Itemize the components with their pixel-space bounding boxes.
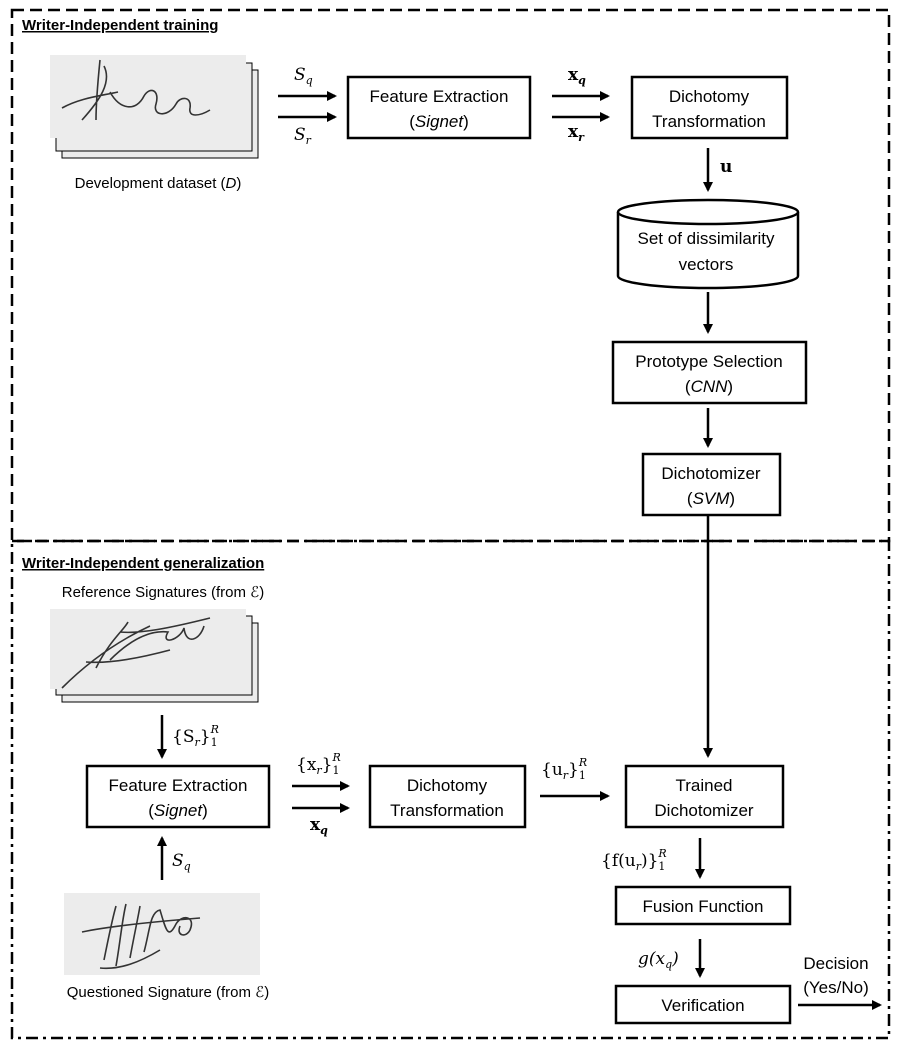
prototype-selection-box: Prototype Selection (CNN) bbox=[611, 340, 808, 405]
svg-text:vectors: vectors bbox=[679, 255, 734, 274]
svg-text:(Signet): (Signet) bbox=[409, 112, 469, 131]
label-sq-gen: Sq bbox=[172, 851, 191, 873]
svg-text:Dichotomy: Dichotomy bbox=[669, 87, 750, 106]
feature-extraction-train-box: Feature Extraction (Signet) bbox=[346, 75, 532, 140]
label-ur-set: {ur}1R bbox=[541, 756, 587, 782]
reference-signature-stack bbox=[50, 609, 259, 703]
development-dataset-caption: Development dataset (D) bbox=[75, 175, 242, 192]
label-xr-set: {xr}1R bbox=[296, 751, 341, 777]
svg-text:Fusion Function: Fusion Function bbox=[643, 897, 764, 916]
feature-extraction-gen-box: Feature Extraction (Signet) bbox=[85, 764, 271, 829]
fusion-function-box: Fusion Function bbox=[614, 885, 792, 926]
dichotomizer-svm-box: Dichotomizer (SVM) bbox=[641, 452, 782, 517]
decision-options: (Yes/No) bbox=[803, 978, 869, 997]
development-signature-stack bbox=[50, 55, 259, 159]
verification-box: Verification bbox=[614, 984, 792, 1025]
svg-text:Verification: Verification bbox=[661, 996, 744, 1015]
svg-text:Set of dissimilarity: Set of dissimilarity bbox=[638, 229, 775, 248]
svg-text:Trained: Trained bbox=[675, 776, 732, 795]
label-f-set: {f(ur)}1R bbox=[601, 847, 667, 873]
svg-text:Dichotomizer: Dichotomizer bbox=[654, 801, 754, 820]
label-sr-train: Sr bbox=[294, 125, 312, 147]
svg-text:Transformation: Transformation bbox=[652, 112, 766, 131]
training-section-frame bbox=[10, 8, 891, 543]
generalization-section-title: Writer-Independent generalization bbox=[22, 555, 264, 572]
questioned-signature-image bbox=[64, 893, 260, 975]
reference-signatures-caption: Reference Signatures (from ℰ) bbox=[62, 584, 265, 601]
label-sr-set: {Sr}1R bbox=[172, 723, 219, 749]
dichotomy-transformation-gen-box: Dichotomy Transformation bbox=[368, 764, 527, 829]
decision-label: Decision bbox=[803, 954, 868, 973]
label-u: u bbox=[720, 157, 732, 177]
label-xr-train: xr bbox=[568, 122, 585, 144]
svg-text:Feature Extraction: Feature Extraction bbox=[370, 87, 509, 106]
svg-text:Transformation: Transformation bbox=[390, 801, 504, 820]
label-xq-train: xq bbox=[568, 65, 586, 87]
questioned-signature-caption: Questioned Signature (from ℰ) bbox=[67, 984, 270, 1001]
dichotomy-transformation-train-box: Dichotomy Transformation bbox=[630, 75, 789, 140]
svg-text:Prototype Selection: Prototype Selection bbox=[635, 352, 782, 371]
training-section-title: Writer-Independent training bbox=[22, 17, 218, 34]
svg-text:(SVM): (SVM) bbox=[687, 489, 735, 508]
dissimilarity-vectors-database: Set of dissimilarity vectors bbox=[616, 198, 800, 290]
svg-text:Feature Extraction: Feature Extraction bbox=[109, 776, 248, 795]
svg-text:Dichotomy: Dichotomy bbox=[407, 776, 488, 795]
svg-text:Dichotomizer: Dichotomizer bbox=[661, 464, 761, 483]
svg-text:(CNN): (CNN) bbox=[685, 377, 733, 396]
svg-text:(Signet): (Signet) bbox=[148, 801, 208, 820]
generalization-section-frame bbox=[10, 539, 891, 1040]
label-xq-gen: xq bbox=[310, 815, 328, 837]
label-sq-train: Sq bbox=[294, 65, 313, 87]
label-g: g(xq) bbox=[638, 949, 679, 971]
trained-dichotomizer-box: Trained Dichotomizer bbox=[624, 764, 785, 829]
